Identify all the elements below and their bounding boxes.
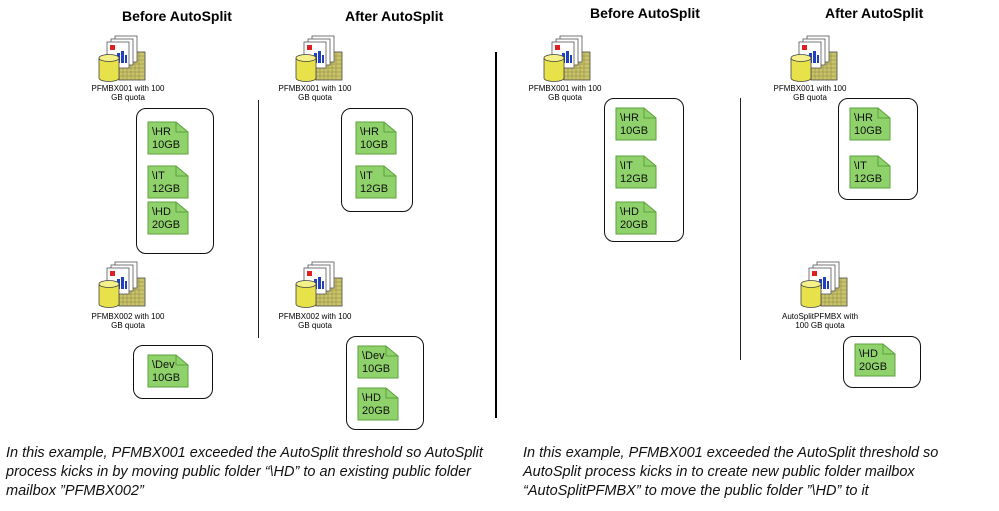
folder-name: \HD — [859, 348, 878, 360]
folder-icon — [615, 201, 657, 235]
right-before-title: Before AutoSplit — [590, 5, 700, 21]
folder-size: 12GB — [620, 173, 649, 185]
folder-name: \IT — [854, 160, 867, 172]
right-after-title: After AutoSplit — [825, 5, 924, 21]
folder-name: \IT — [360, 170, 373, 182]
folder-name: \HD — [620, 206, 639, 218]
folder-size: 20GB — [362, 405, 391, 417]
server-caption: PFMBX001 with 100 GB quota — [528, 84, 602, 102]
folder-name: \IT — [620, 160, 633, 172]
mailbox-server-icon — [98, 35, 146, 82]
folder-name: \IT — [152, 170, 165, 182]
server-icon — [292, 260, 344, 308]
server-caption: PFMBX002 with 100 GB quota — [91, 312, 165, 330]
server-icon — [787, 34, 839, 82]
folder-icon — [147, 354, 189, 388]
folder-name: \Dev — [362, 350, 385, 362]
folder-name: \HR — [152, 126, 171, 138]
server-icon — [95, 260, 147, 308]
folder-icon — [355, 165, 397, 199]
folder-icon — [355, 121, 397, 155]
server-icon — [95, 34, 147, 82]
mailbox-server-icon — [295, 35, 343, 82]
mailbox-server-icon — [543, 35, 591, 82]
right-explanation-text: In this example, PFMBX001 exceeded the A… — [523, 445, 939, 499]
folder-size: 20GB — [152, 219, 181, 231]
server-caption: PFMBX001 with 100 GB quota — [278, 84, 352, 102]
mailbox-server-icon — [98, 261, 146, 308]
folder-name: \HR — [620, 112, 639, 124]
folder-icon — [849, 107, 891, 141]
folder-icon — [854, 343, 896, 377]
folder-size: 20GB — [620, 219, 649, 231]
folder-icon — [357, 387, 399, 421]
server-caption: PFMBX002 with 100 GB quota — [278, 312, 352, 330]
left-after-title: After AutoSplit — [345, 8, 444, 24]
folder-size: 12GB — [854, 173, 883, 185]
folder-icon — [147, 121, 189, 155]
server-caption: PFMBX001 with 100 GB quota — [773, 84, 847, 102]
folder-size: 10GB — [854, 125, 883, 137]
server-icon — [540, 34, 592, 82]
server-icon — [292, 34, 344, 82]
left-explanation-text: In this example, PFMBX001 exceeded the A… — [6, 445, 483, 499]
left-column-divider — [258, 100, 259, 338]
folder-size: 10GB — [620, 125, 649, 137]
folder-name: \HD — [362, 392, 381, 404]
right-column-divider — [740, 98, 741, 360]
folder-group-box — [133, 345, 213, 399]
folder-name: \HR — [854, 112, 873, 124]
folder-size: 12GB — [152, 183, 181, 195]
folder-icon — [615, 107, 657, 141]
server-icon — [797, 260, 849, 308]
folder-size: 10GB — [152, 139, 181, 151]
server-caption: PFMBX001 with 100 GB quota — [91, 84, 165, 102]
left-before-title: Before AutoSplit — [122, 8, 232, 24]
mailbox-server-icon — [790, 35, 838, 82]
folder-name: \HR — [360, 126, 379, 138]
folder-name: \Dev — [152, 359, 175, 371]
folder-icon — [147, 201, 189, 235]
folder-size: 10GB — [362, 363, 391, 375]
folder-size: 20GB — [859, 361, 888, 373]
mailbox-server-icon — [295, 261, 343, 308]
folder-icon — [615, 155, 657, 189]
folder-size: 10GB — [152, 372, 181, 384]
folder-name: \HD — [152, 206, 171, 218]
folder-icon — [849, 155, 891, 189]
folder-size: 10GB — [360, 139, 389, 151]
center-divider — [495, 52, 497, 418]
folder-icon — [357, 345, 399, 379]
folder-size: 12GB — [360, 183, 389, 195]
mailbox-server-icon — [800, 261, 848, 308]
server-caption: AutoSplitPFMBX with 100 GB quota — [781, 312, 859, 330]
folder-icon — [147, 165, 189, 199]
